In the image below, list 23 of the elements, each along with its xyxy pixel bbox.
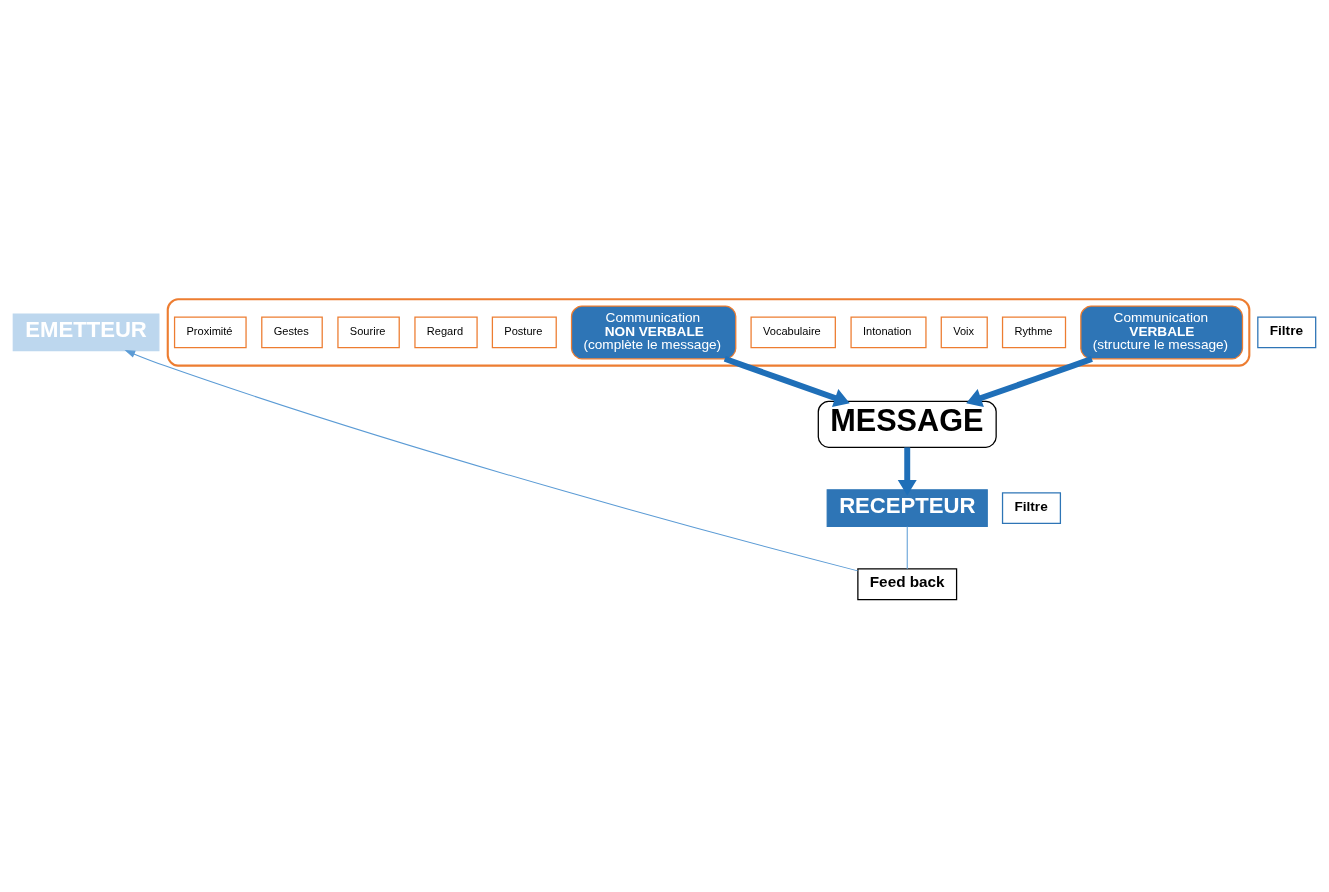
node-box: Communication NON VERBALE (complète le message) [570, 305, 737, 360]
arrow [897, 447, 917, 496]
node-box: Communication VERBALE (structure le message) [1080, 305, 1244, 360]
node-box: EMETTEUR [12, 313, 160, 352]
node-box: RECEPTEUR [826, 489, 988, 528]
arrow [124, 350, 859, 572]
node-box: Posture [491, 316, 557, 349]
node-box: Gestes [261, 316, 323, 349]
node-box: MESSAGE [817, 400, 997, 448]
node-box: Rythme [1001, 316, 1067, 349]
arrow [723, 355, 850, 407]
node-box: Filtre [1001, 492, 1062, 525]
node-box: Filtre [1257, 316, 1317, 349]
node-box: Regard [414, 316, 478, 349]
node-box: Vocabulaire [750, 316, 836, 349]
node-box: Sourire [337, 316, 400, 349]
node-box: Voix [940, 316, 988, 349]
node-box: Feed back [857, 568, 958, 601]
node-box: Intonation [850, 316, 927, 349]
node-box: Proximité [173, 316, 247, 349]
connector [906, 526, 908, 570]
cluster [166, 298, 1251, 367]
arrow [966, 356, 1093, 408]
